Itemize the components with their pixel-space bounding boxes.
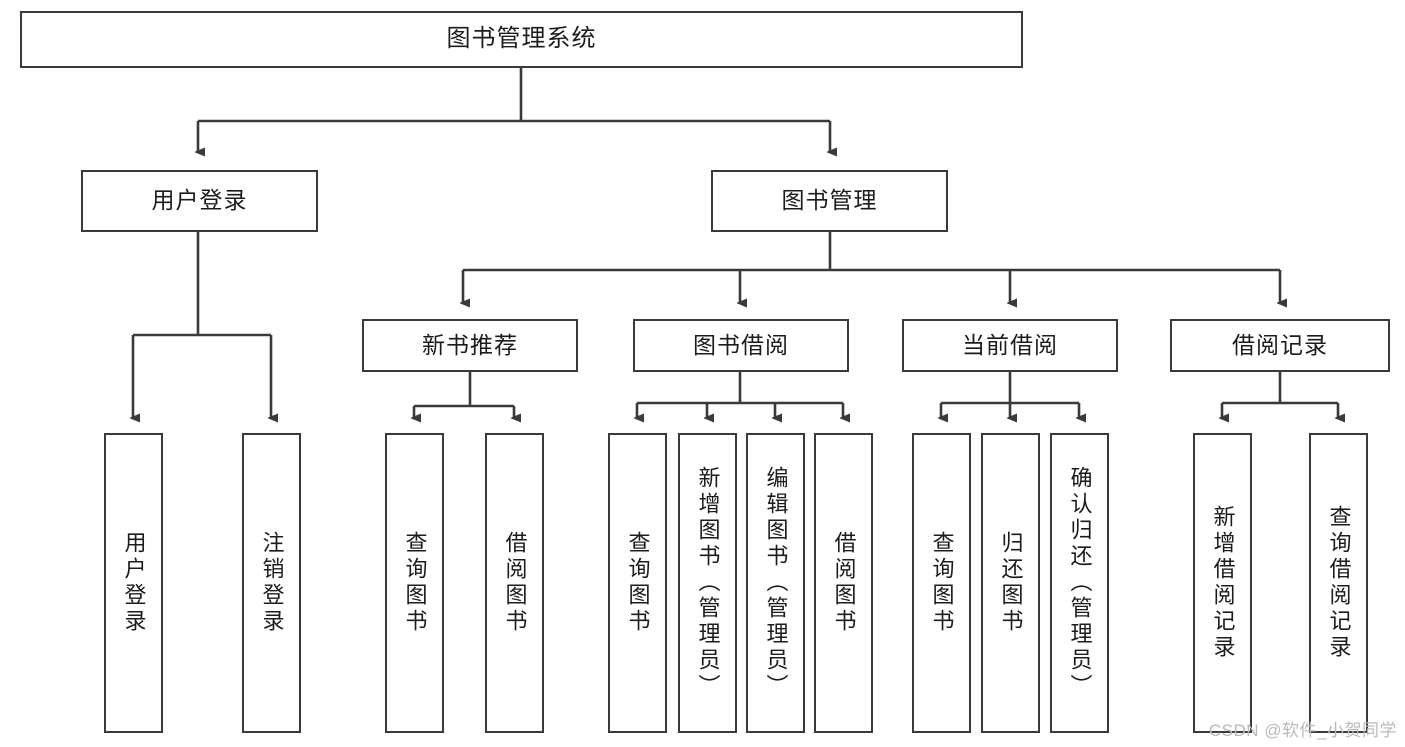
leaf-current-borrow-return-book[interactable]: 归还图书 — [981, 433, 1040, 733]
node-label: 图书管理 — [781, 187, 878, 214]
node-label: 编辑图书（管理员） — [763, 466, 789, 700]
node-current-borrow[interactable]: 当前借阅 — [902, 319, 1118, 372]
node-label: 用户登录 — [151, 187, 248, 214]
node-label: 借阅图书 — [831, 531, 857, 635]
node-label: 确认归还（管理员） — [1067, 466, 1093, 700]
node-label: 查询借阅记录 — [1326, 505, 1352, 661]
node-label: 当前借阅 — [962, 331, 1058, 358]
leaf-book-borrow-edit-book-admin[interactable]: 编辑图书（管理员） — [746, 433, 805, 733]
node-borrow-record[interactable]: 借阅记录 — [1170, 319, 1390, 372]
node-label: 新增图书（管理员） — [695, 466, 721, 700]
leaf-borrow-record-add-record[interactable]: 新增借阅记录 — [1193, 433, 1252, 733]
node-new-book-recommend[interactable]: 新书推荐 — [362, 319, 578, 372]
node-root-book-management-system[interactable]: 图书管理系统 — [20, 11, 1023, 68]
node-label: 注销登录 — [259, 531, 285, 635]
node-label: 用户登录 — [121, 531, 147, 635]
node-label: 查询图书 — [929, 531, 955, 635]
leaf-book-borrow-add-book-admin[interactable]: 新增图书（管理员） — [678, 433, 737, 733]
node-label: 新书推荐 — [422, 331, 518, 358]
node-label: 新增借阅记录 — [1210, 505, 1236, 661]
node-label: 图书借阅 — [693, 331, 789, 358]
leaf-book-borrow-borrow-book[interactable]: 借阅图书 — [814, 433, 873, 733]
node-label: 图书管理系统 — [446, 25, 597, 53]
node-user-login[interactable]: 用户登录 — [81, 170, 318, 232]
leaf-new-book-query-book[interactable]: 查询图书 — [385, 433, 444, 733]
node-label: 归还图书 — [998, 531, 1024, 635]
leaf-user-login-login[interactable]: 用户登录 — [104, 433, 163, 733]
leaf-borrow-record-query-record[interactable]: 查询借阅记录 — [1309, 433, 1368, 733]
node-label: 借阅记录 — [1232, 331, 1328, 358]
leaf-current-borrow-confirm-return-admin[interactable]: 确认归还（管理员） — [1050, 433, 1109, 733]
watermark-text: CSDN @软件_小贺同学 — [1208, 721, 1397, 740]
leaf-new-book-borrow-book[interactable]: 借阅图书 — [485, 433, 544, 733]
node-label: 查询图书 — [625, 531, 651, 635]
node-label: 借阅图书 — [502, 531, 528, 635]
node-book-borrow[interactable]: 图书借阅 — [633, 319, 849, 372]
node-book-management[interactable]: 图书管理 — [711, 170, 948, 232]
leaf-book-borrow-query-book[interactable]: 查询图书 — [608, 433, 667, 733]
leaf-user-login-logout[interactable]: 注销登录 — [242, 433, 301, 733]
node-label: 查询图书 — [402, 531, 428, 635]
leaf-current-borrow-query-book[interactable]: 查询图书 — [912, 433, 971, 733]
